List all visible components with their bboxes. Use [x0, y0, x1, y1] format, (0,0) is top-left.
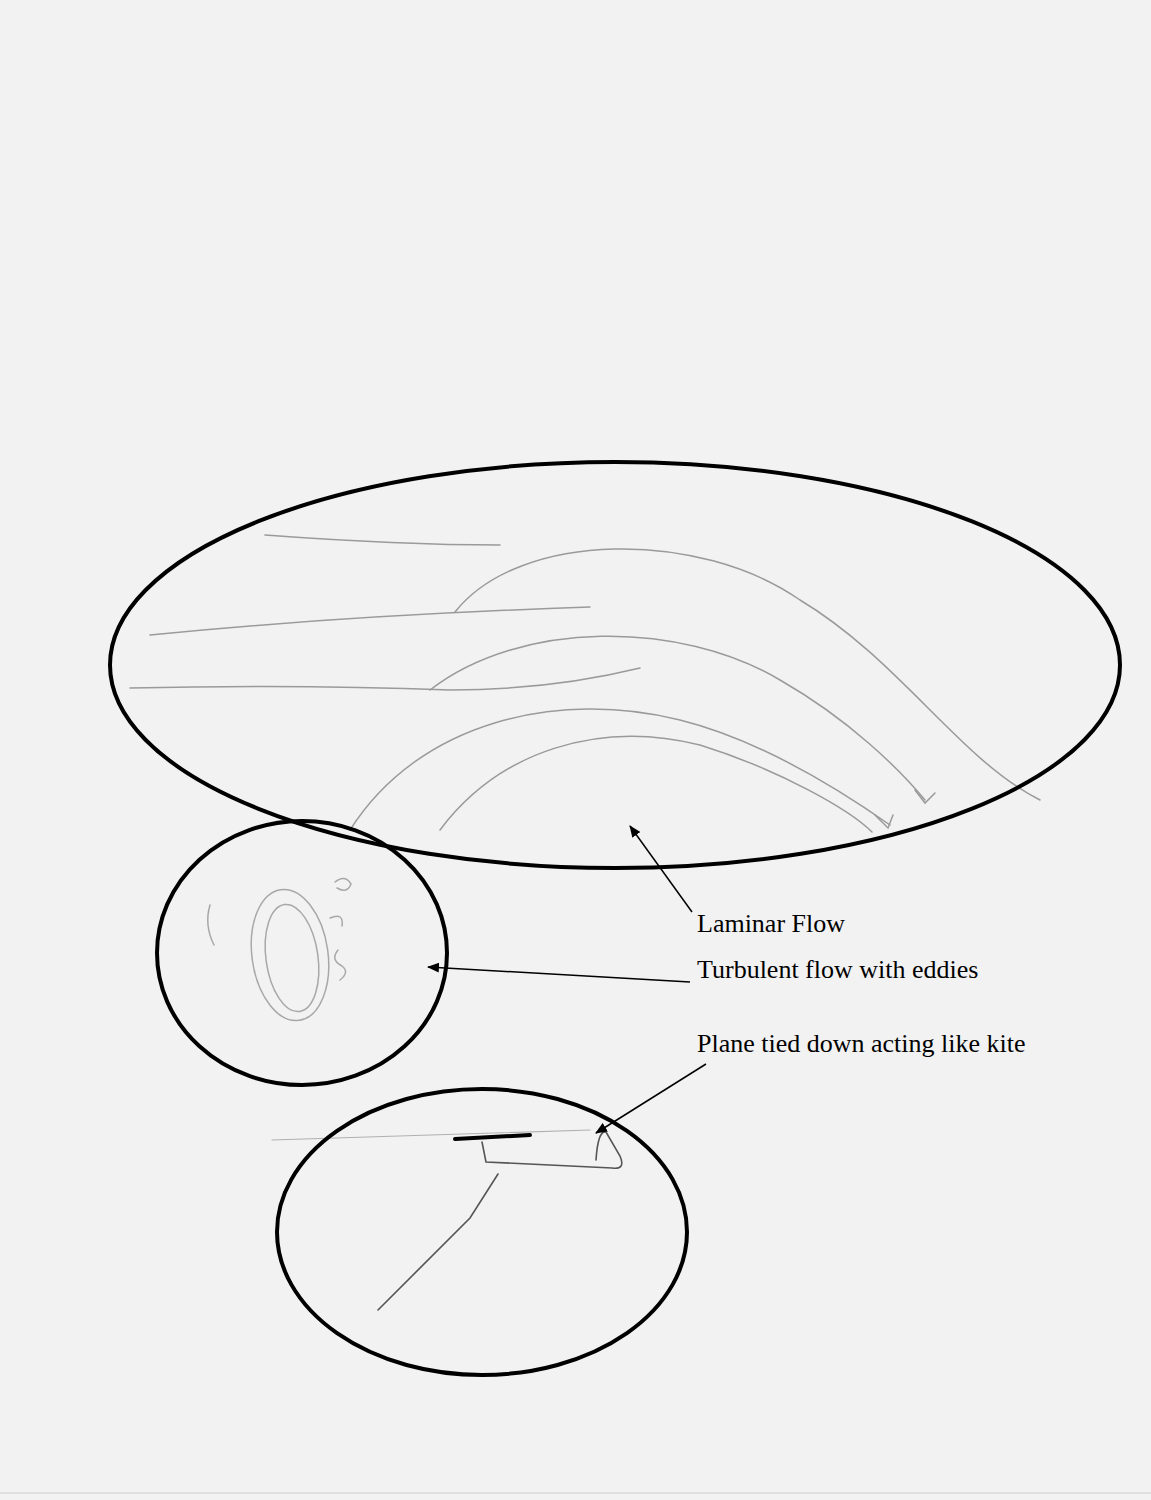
- region-outlines: [110, 462, 1120, 1375]
- leader-arrow: [428, 967, 690, 982]
- leader-arrow: [596, 1064, 706, 1133]
- laminar-flow-lines: [130, 535, 1040, 832]
- turbulent-eddies: [208, 878, 351, 1025]
- turbulent-region-ellipse: [157, 821, 447, 1085]
- tethered-plane: [272, 1130, 622, 1310]
- plane-region-ellipse: [277, 1089, 687, 1375]
- leader-arrow: [630, 826, 692, 912]
- callout-label: Laminar Flow: [697, 908, 845, 939]
- callout-label: Turbulent flow with eddies: [697, 954, 978, 985]
- callout-label: Plane tied down acting like kite: [697, 1028, 1026, 1059]
- leader-lines: [428, 826, 706, 1133]
- page-edge-line: [0, 1493, 1151, 1494]
- laminar-region-ellipse: [110, 462, 1120, 868]
